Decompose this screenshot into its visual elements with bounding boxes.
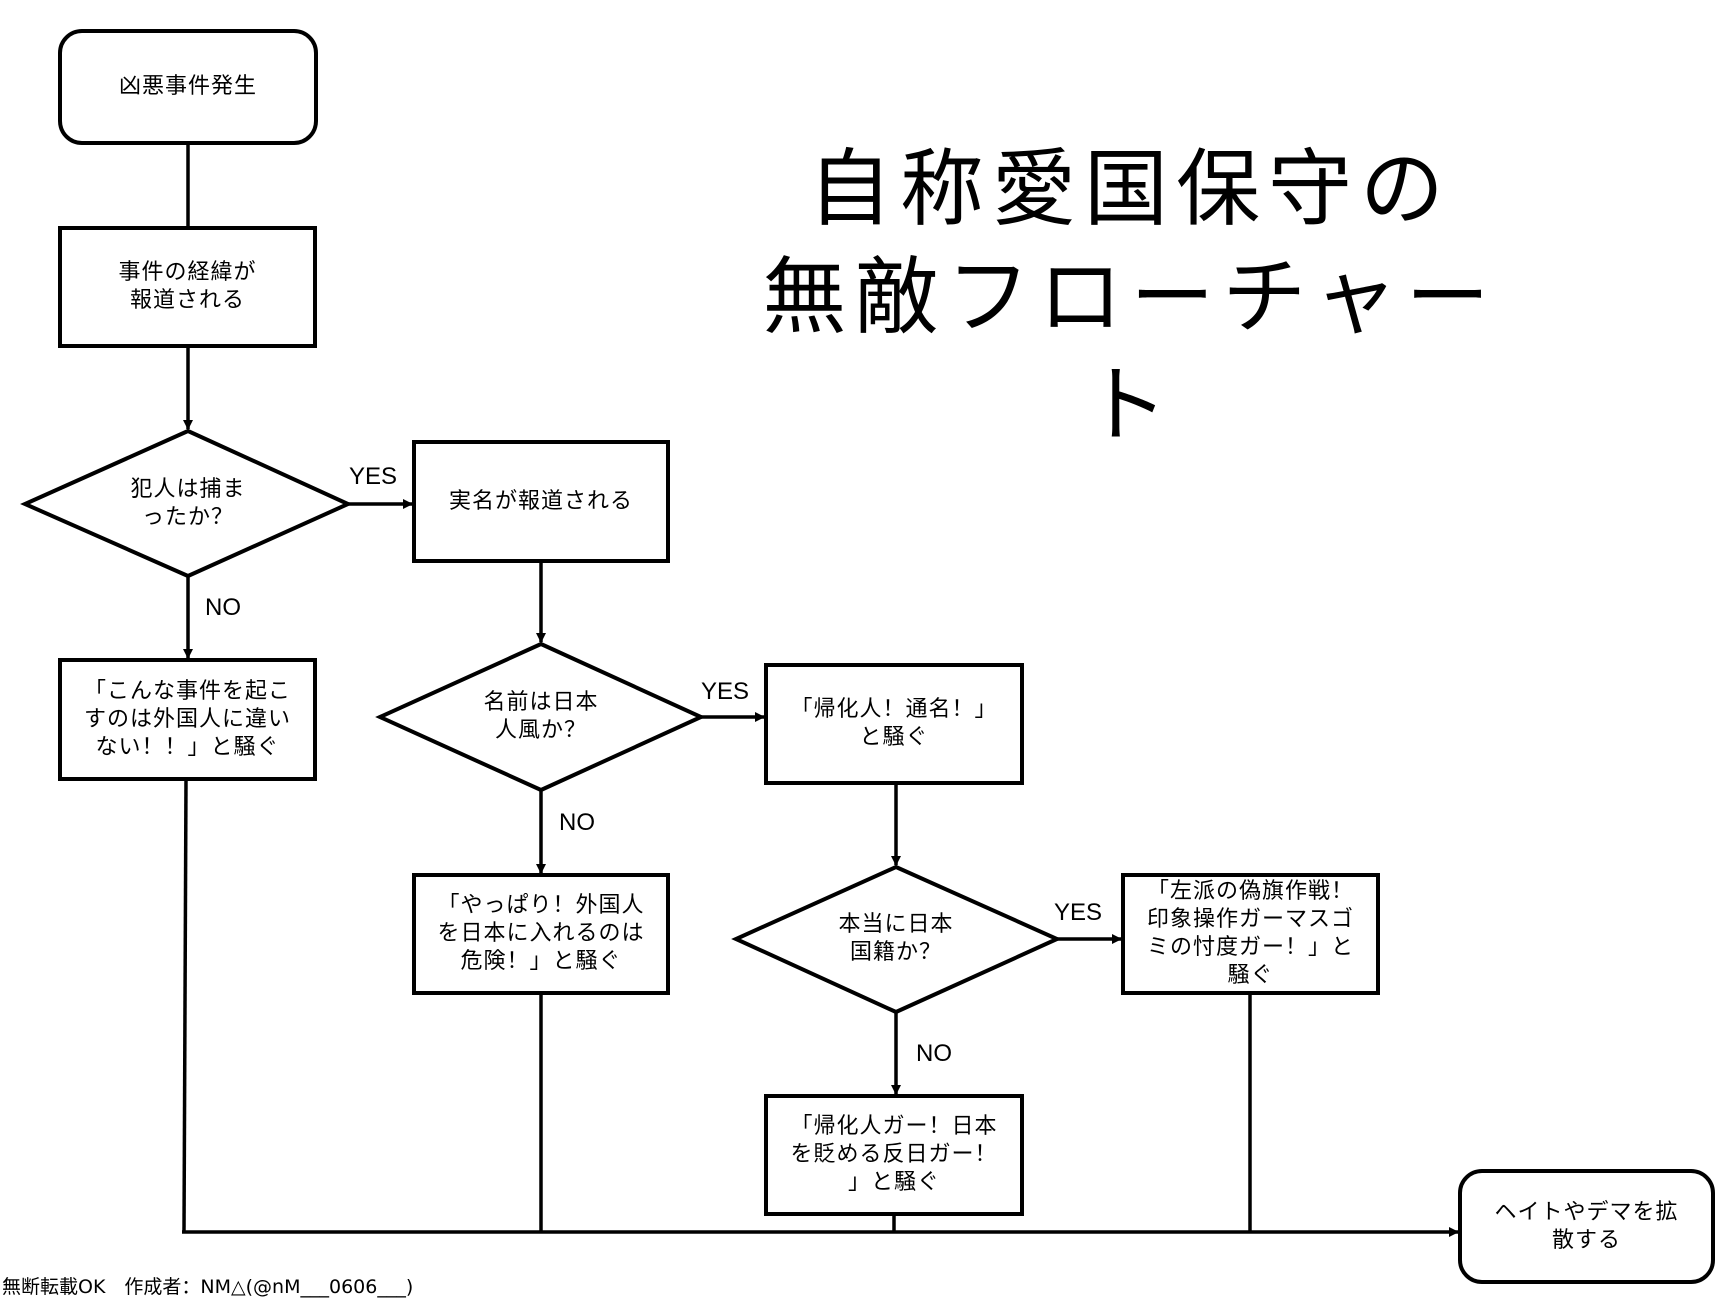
end-node-shape xyxy=(1458,1169,1715,1284)
q-japanese-name-yes-label: YES xyxy=(701,678,750,705)
q-caught-no-label: NO xyxy=(205,594,241,621)
reported-node: 事件の経緯が 報道される xyxy=(118,260,257,313)
danger-claim-node-shape xyxy=(412,873,670,995)
q-nationality-node: 本当に日本 国籍か？ xyxy=(838,912,954,965)
anti-japan-node: 「帰化人ガー！日本 を貶める反日ガー！ 」と騒ぐ xyxy=(790,1114,998,1195)
q-nationality-no-label: NO xyxy=(916,1040,952,1067)
naturalized-alias-node: 「帰化人！通名！」 と騒ぐ xyxy=(790,697,998,750)
chart-title: 自称愛国保守の 無敵フローチャート xyxy=(762,140,1498,454)
danger-claim-node: 「やっぱり！外国人 を日本に入れるのは 危険！」と騒ぐ xyxy=(437,893,645,974)
real-name-node: 実名が報道される xyxy=(448,488,633,514)
start-node: 凶悪事件発生 xyxy=(118,74,257,99)
q-caught-yes-label: YES xyxy=(349,463,398,490)
q-japanese-name-node: 名前は日本 人風か？ xyxy=(483,690,599,743)
foreigner-claim-node: 「こんな事件を起こ すのは外国人に違い ない！！」と騒ぐ xyxy=(83,678,291,760)
reported-node-shape xyxy=(58,226,317,348)
q-japanese-name-no-label: NO xyxy=(559,809,595,836)
naturalized-alias-node-shape xyxy=(764,663,1024,785)
q-caught-node: 犯人は捕ま ったか？ xyxy=(130,477,246,530)
footer-credit: 無断転載OK 作成者：NM△(@nM___0606___) xyxy=(2,1276,414,1298)
q-nationality-yes-label: YES xyxy=(1054,899,1103,926)
false-flag-node: 「左派の偽旗作戦！ 印象操作ガーマスゴ ミの忖度ガー！」と 騒ぐ xyxy=(1146,879,1354,988)
foreigner-claim-node-shape xyxy=(58,658,317,781)
edge-foreigner-claim-down xyxy=(182,778,188,1233)
anti-japan-node-shape xyxy=(764,1094,1024,1216)
end-node: ヘイトやデマを拡 散する xyxy=(1494,1199,1679,1253)
